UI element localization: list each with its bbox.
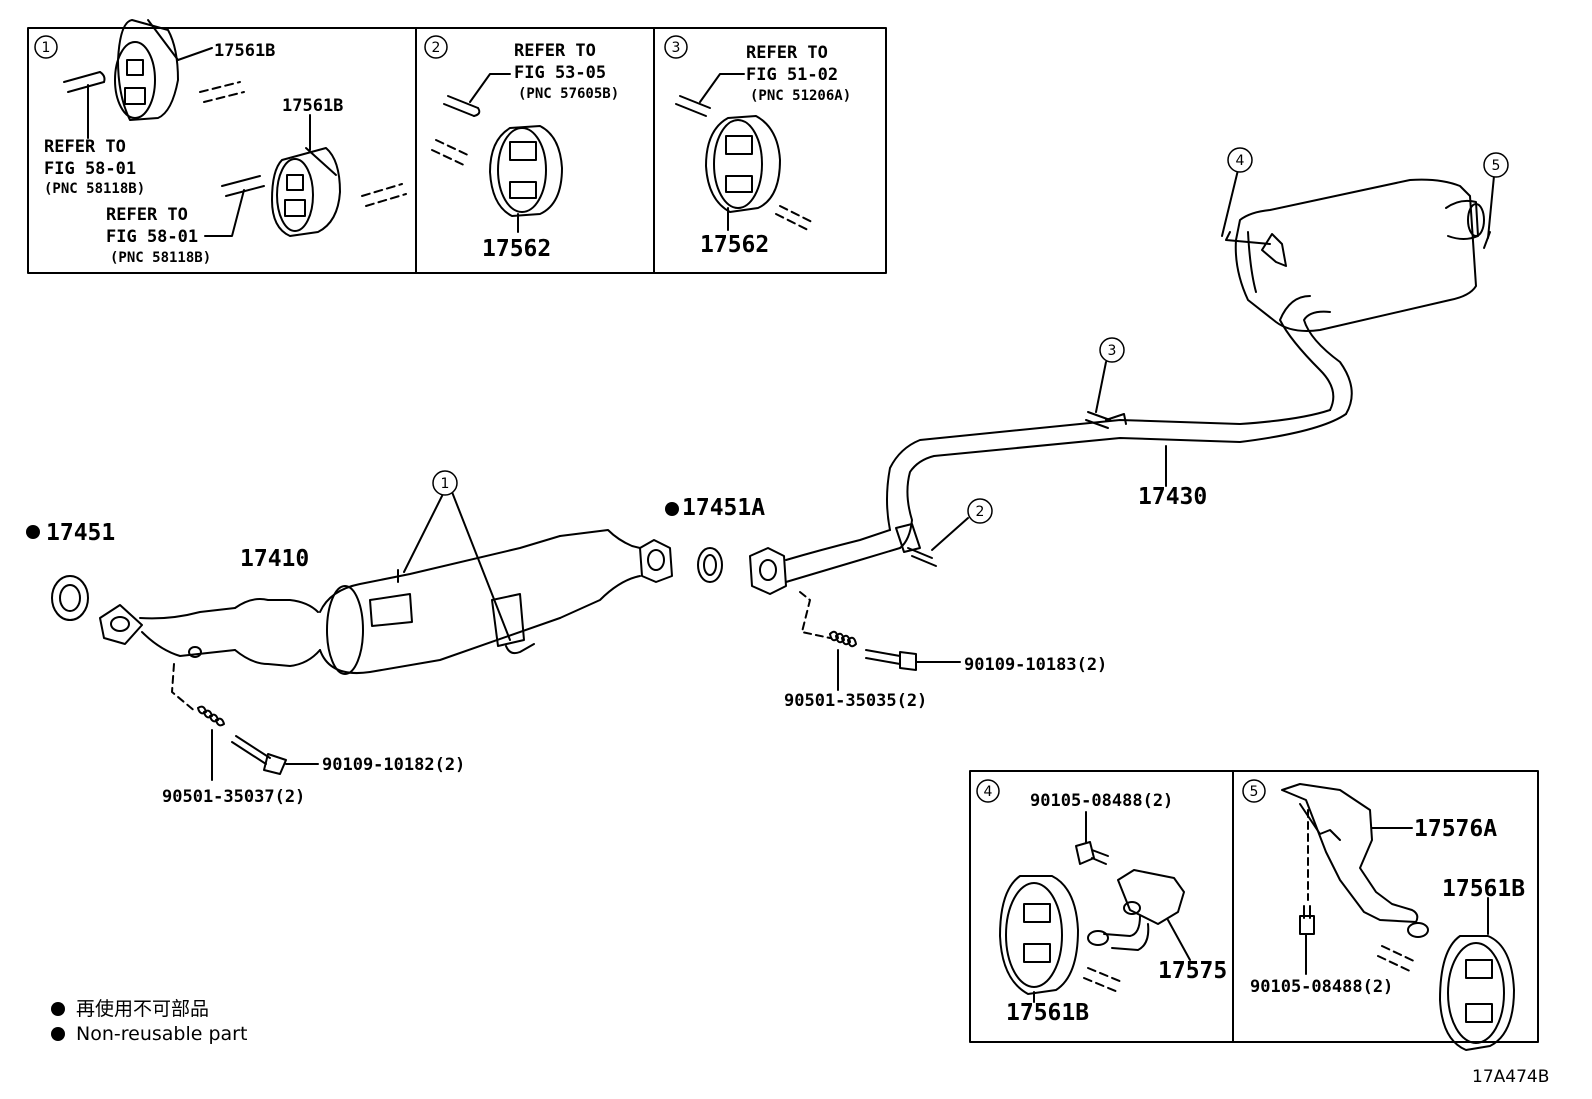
bolt-front xyxy=(231,735,287,775)
inset-frame-top xyxy=(27,27,887,274)
inset1-rod-c xyxy=(361,183,407,207)
inset2-ref-line2: FIG 53-05 xyxy=(514,63,606,83)
part-17451A-label: 17451A xyxy=(682,495,765,521)
inset2-part: 17562 xyxy=(482,236,551,262)
callout-5-inset-label: 5 xyxy=(1250,784,1259,800)
figure-code: 17A474B xyxy=(1472,1067,1549,1087)
callout-2-main xyxy=(967,498,993,524)
nonreusable-dot-17451 xyxy=(26,525,40,539)
inset4-bolt xyxy=(1075,841,1109,865)
inset5-rod-dashed xyxy=(1377,945,1417,973)
part-17451-label: 17451 xyxy=(46,520,115,546)
part-17410-label: 17410 xyxy=(240,546,309,572)
inset2-rod xyxy=(443,95,481,117)
callout-4-main-label: 4 xyxy=(1236,153,1245,169)
inset1-rod-right xyxy=(199,81,245,103)
callout-1-main-label: 1 xyxy=(441,476,450,492)
inset1-hanger-top xyxy=(114,19,179,121)
bolt-front-label: 90109-10182(2) xyxy=(322,755,465,775)
front-pipe-converter xyxy=(99,529,673,675)
callout-2-inset xyxy=(424,35,448,59)
legend-en: Non-reusable part xyxy=(76,1023,247,1045)
callout-2-inset-label: 2 xyxy=(432,40,441,56)
callout-2-main-label: 2 xyxy=(976,504,985,520)
inset3-rod xyxy=(675,95,711,117)
inset1-hanger-mid xyxy=(271,147,341,237)
inset1-rod-left xyxy=(63,71,106,93)
callout-1-inset xyxy=(34,35,58,59)
inset1-ref-b-line1: REFER TO xyxy=(106,205,188,225)
legend-dot-en xyxy=(51,1027,65,1041)
spring-front-label: 90501-35037(2) xyxy=(162,787,305,807)
inset1-rod-b xyxy=(221,175,265,197)
front-dashed-line xyxy=(171,663,197,713)
mid-dashed-line xyxy=(799,591,831,639)
part-17430-label: 17430 xyxy=(1138,484,1207,510)
inset5-bracket xyxy=(1281,783,1429,938)
inset-frame-bottom xyxy=(969,770,1539,1043)
inset1-ref-a-line3: (PNC 58118B) xyxy=(44,181,145,197)
inset4-bracket xyxy=(1087,869,1185,951)
inset1-part-top: 17561B xyxy=(214,41,275,61)
callout-1-main xyxy=(432,470,458,496)
inset5-bolt xyxy=(1299,905,1315,935)
legend-jp: 再使用不可部品 xyxy=(76,998,209,1020)
inset4-bracket-label: 17575 xyxy=(1158,958,1227,984)
callout-5-main-label: 5 xyxy=(1492,158,1501,174)
callout-4-inset-label: 4 xyxy=(984,784,993,800)
bolt-mid-label: 90109-10183(2) xyxy=(964,655,1107,675)
inset4-hanger-label: 17561B xyxy=(1006,1000,1089,1026)
inset4-bolt-label: 90105-08488(2) xyxy=(1030,791,1173,811)
callout-3-main-label: 3 xyxy=(1108,343,1117,359)
spring-mid xyxy=(829,630,857,648)
gasket-mid-ring xyxy=(697,547,723,583)
inset1-part-mid: 17561B xyxy=(282,96,343,116)
callout-3-main xyxy=(1099,337,1125,363)
inset2-hanger xyxy=(489,125,563,217)
legend-dot-jp xyxy=(51,1002,65,1016)
inset3-hanger xyxy=(705,115,781,213)
inset2-rod-dashed xyxy=(431,139,471,167)
callout-4-inset xyxy=(976,779,1000,803)
callout-5-inset xyxy=(1242,779,1266,803)
inset3-ref-line1: REFER TO xyxy=(746,43,828,63)
inset2-ref-line1: REFER TO xyxy=(514,41,596,61)
tail-pipe xyxy=(749,295,1353,595)
callout-4-main xyxy=(1227,147,1253,173)
spring-front xyxy=(197,705,225,727)
inset5-hanger xyxy=(1439,935,1515,1051)
muffler xyxy=(1234,178,1485,332)
inset5-hanger-label: 17561B xyxy=(1442,876,1525,902)
inset3-rod-dashed xyxy=(775,205,813,231)
nonreusable-dot-17451A xyxy=(665,502,679,516)
inset5-bolt-label: 90105-08488(2) xyxy=(1250,977,1393,997)
inset1-ref-a-line1: REFER TO xyxy=(44,137,126,157)
gasket-front-ring xyxy=(51,575,89,621)
inset2-ref-line3: (PNC 57605B) xyxy=(518,86,619,102)
bolt-mid xyxy=(865,649,917,671)
callout-3-inset xyxy=(664,35,688,59)
inset1-ref-b-line2: FIG 58-01 xyxy=(106,227,198,247)
inset1-ref-a-line2: FIG 58-01 xyxy=(44,159,136,179)
inset1-ref-b-line3: (PNC 58118B) xyxy=(110,250,211,266)
spring-mid-label: 90501-35035(2) xyxy=(784,691,927,711)
inset5-bracket-label: 17576A xyxy=(1414,816,1497,842)
callout-3-inset-label: 3 xyxy=(672,40,681,56)
callout-1-inset-label: 1 xyxy=(42,40,51,56)
inset4-rod-dashed xyxy=(1083,967,1123,993)
callout-5-main xyxy=(1483,152,1509,178)
inset3-part: 17562 xyxy=(700,232,769,258)
inset3-ref-line2: FIG 51-02 xyxy=(746,65,838,85)
inset4-hanger xyxy=(999,875,1079,995)
inset3-ref-line3: (PNC 51206A) xyxy=(750,88,851,104)
